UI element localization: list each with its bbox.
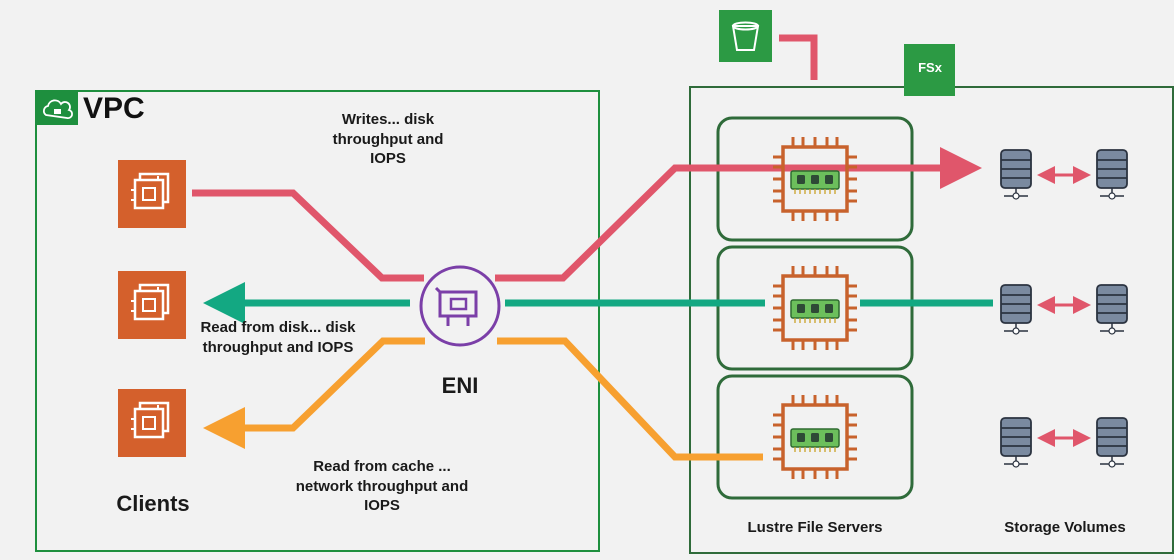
processor-chip-icon: [771, 393, 859, 481]
fsx-label: FSx: [918, 60, 942, 75]
ec2-instance-icon: [116, 387, 188, 459]
database-icon: [1000, 149, 1032, 200]
lustre-servers-label: Lustre File Servers: [747, 519, 883, 536]
lustre-server-box: [716, 374, 914, 500]
s3-connector: [779, 34, 818, 80]
database-icon: [1096, 284, 1128, 335]
read-cache-flow-in: [497, 337, 763, 461]
database-icon: [1000, 284, 1032, 335]
storage-volumes-label: Storage Volumes: [1004, 519, 1126, 536]
fsx-lustre-icon: [904, 44, 955, 96]
read-cache-flow-out: [203, 337, 425, 449]
processor-chip-icon: [771, 264, 859, 352]
database-icon: [1096, 149, 1128, 200]
database-icon: [1000, 417, 1032, 468]
s3-bucket-icon: [719, 10, 772, 62]
ec2-instance-icon: [116, 158, 188, 230]
read-disk-label: Read from disk... disk throughput and IO…: [200, 319, 356, 356]
processor-chip-icon: [771, 135, 859, 223]
vpc-boundary: [35, 90, 600, 552]
writes-label: Writes... disk throughput and IOPS: [332, 111, 444, 167]
vpc-title: VPC: [83, 92, 145, 125]
lustre-server-box: [716, 245, 914, 371]
clients-label: Clients: [116, 491, 190, 516]
eni-label: ENI: [441, 373, 479, 398]
write-flow-out: [495, 147, 982, 282]
lustre-server-box: [716, 116, 914, 242]
write-flow-in: [192, 189, 424, 282]
aws-vpc-cloud-icon: [36, 91, 78, 125]
read-cache-label: Read from cache ... network throughput a…: [295, 458, 469, 514]
ec2-instance-icon: [116, 269, 188, 341]
database-icon: [1096, 417, 1128, 468]
eni-icon: [419, 265, 501, 347]
